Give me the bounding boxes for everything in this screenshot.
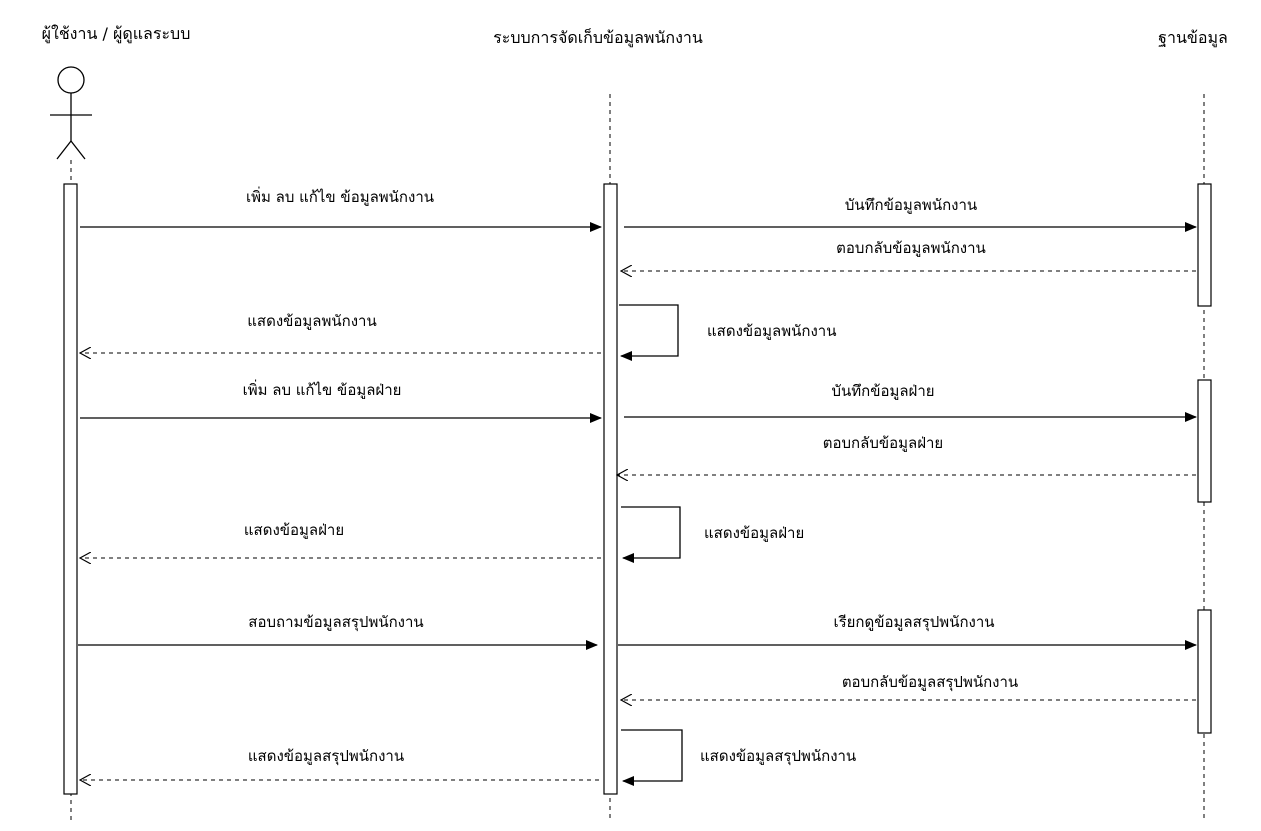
message-label-13: ตอบกลับข้อมูลสรุปพนักงาน xyxy=(842,673,1018,692)
participant-system-label: ระบบการจัดเก็บข้อมูลพนักงาน xyxy=(493,27,703,48)
message-label-9: แสดงข้อมูลฝ่าย xyxy=(704,524,804,542)
message-label-12: เรียกดูข้อมูลสรุปพนักงาน xyxy=(833,613,994,632)
self-message-arrow-4 xyxy=(619,304,679,361)
message-label-11: สอบถามข้อมูลสรุปพนักงาน xyxy=(248,613,423,632)
activation-database-1 xyxy=(1197,183,1212,307)
self-message-arrow-9 xyxy=(621,506,681,563)
message-label-1: เพิ่ม ลบ แก้ไข ข้อมูลพนักงาน xyxy=(246,186,434,206)
message-label-14: แสดงข้อมูลสรุปพนักงาน xyxy=(700,747,856,766)
activation-system xyxy=(603,183,618,795)
message-label-15: แสดงข้อมูลสรุปพนักงาน xyxy=(248,747,404,766)
message-label-8: ตอบกลับข้อมูลฝ่าย xyxy=(823,434,943,452)
message-label-2: บันทึกข้อมูลพนักงาน xyxy=(845,196,977,214)
message-label-5: แสดงข้อมูลพนักงาน xyxy=(247,312,376,330)
actor-figure xyxy=(50,66,92,160)
message-label-7: บันทึกข้อมูลฝ่าย xyxy=(831,382,934,400)
participant-database-label: ฐานข้อมูล xyxy=(1158,28,1228,48)
message-label-4: แสดงข้อมูลพนักงาน xyxy=(707,322,836,340)
activation-user xyxy=(63,183,78,795)
self-message-arrow-14 xyxy=(621,729,683,786)
message-label-3: ตอบกลับข้อมูลพนักงาน xyxy=(836,239,986,257)
message-label-10: แสดงข้อมูลฝ่าย xyxy=(244,521,344,539)
message-label-6: เพิ่ม ลบ แก้ไข ข้อมูลฝ่าย xyxy=(243,379,402,399)
activation-database-3 xyxy=(1197,609,1212,734)
participant-user-label: ผู้ใช้งาน / ผู้ดูแลระบบ xyxy=(42,24,191,44)
activation-database-2 xyxy=(1197,379,1212,503)
